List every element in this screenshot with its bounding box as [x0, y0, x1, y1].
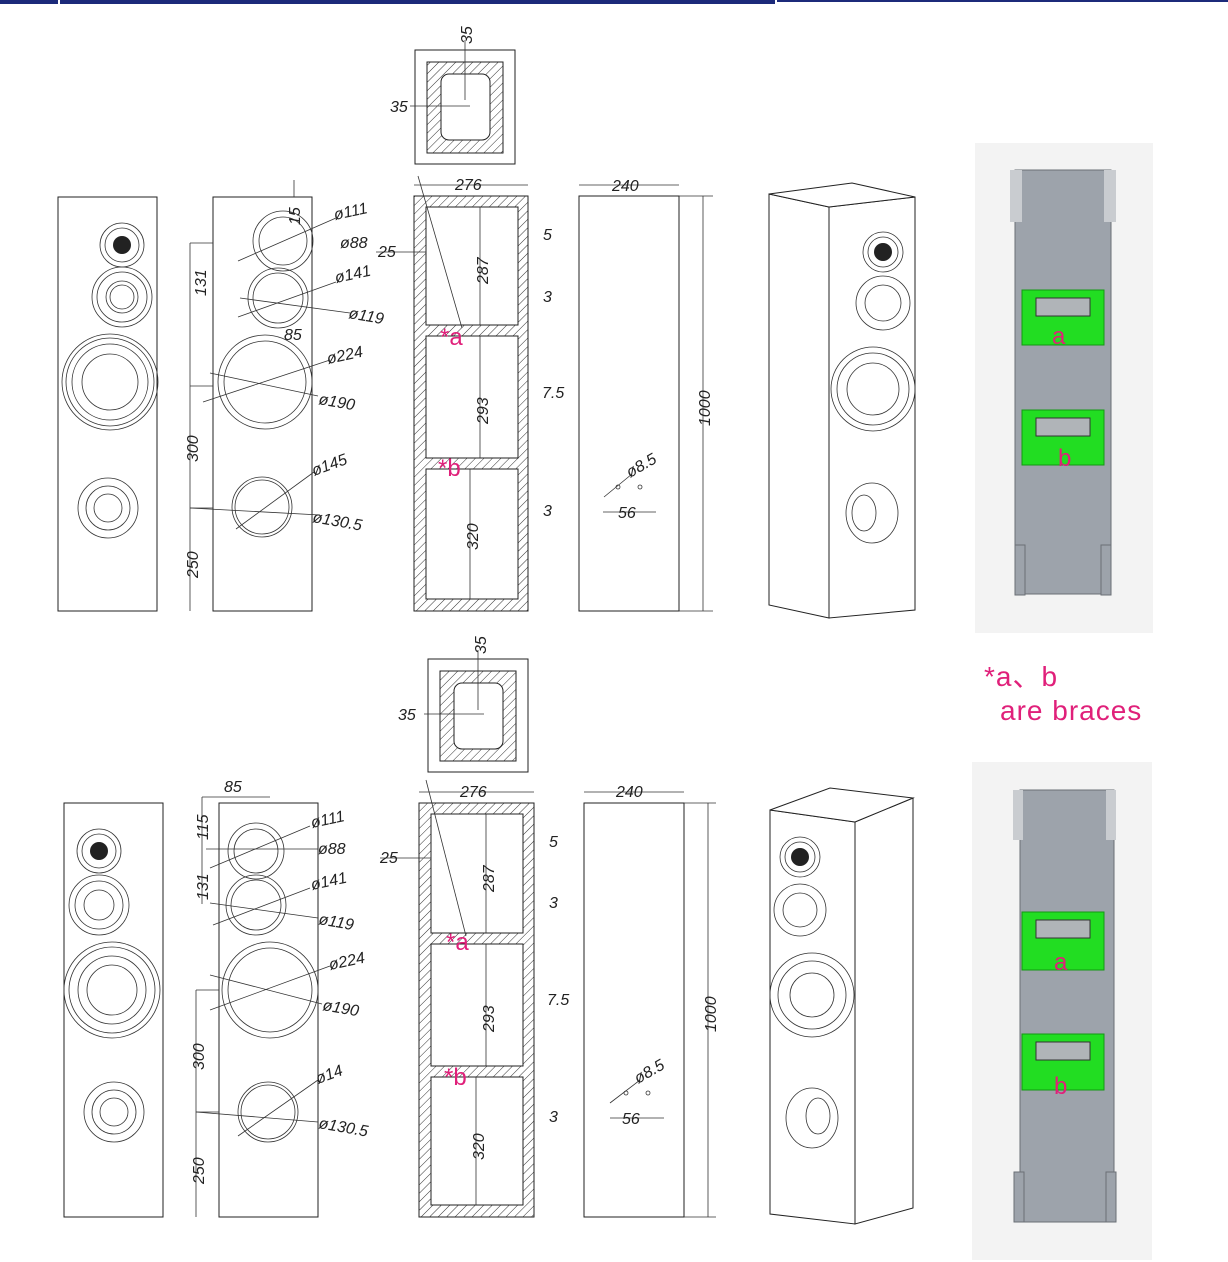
render-brace-a: a — [1054, 949, 1068, 976]
front-view-top — [57, 196, 159, 612]
dim-276: 276 — [454, 177, 482, 194]
top-border-segment — [777, 0, 1228, 2]
front-view-bottom — [63, 802, 164, 1218]
dim-240: 240 — [611, 178, 639, 195]
dim-56: 56 — [618, 505, 636, 522]
dim-phi190: ø190 — [317, 391, 356, 414]
brace-label-b: *b — [438, 455, 461, 482]
dim-3b: 3 — [549, 1109, 558, 1126]
dim-phi111: ø111 — [309, 808, 346, 832]
dim-75: 7.5 — [547, 992, 569, 1009]
dim-75: 7.5 — [542, 385, 564, 402]
braces-note-line2: are braces — [1000, 695, 1143, 726]
dim-phi111: ø111 — [332, 200, 369, 224]
braces-note: *a、b are braces — [984, 660, 1142, 728]
side-view-bottom — [583, 791, 716, 1218]
dim-phi190: ø190 — [321, 997, 360, 1020]
dim-287: 287 — [475, 256, 492, 285]
dim-250: 250 — [185, 551, 202, 579]
dim-287: 287 — [481, 864, 498, 893]
dim-115: 115 — [195, 814, 212, 840]
side-view-top — [578, 184, 713, 612]
brace-label-a: *a — [446, 929, 469, 956]
dim-phi119: ø119 — [347, 305, 385, 328]
dim-phi141: ø141 — [309, 870, 348, 894]
dim-section-35-side: 35 — [390, 99, 408, 116]
section-detail-top — [410, 40, 516, 165]
dim-320: 320 — [471, 1133, 488, 1160]
front-dim-view-bottom — [195, 796, 331, 1218]
dim-5: 5 — [549, 834, 558, 851]
iso-view-top — [768, 182, 916, 619]
dim-25: 25 — [377, 244, 396, 261]
cross-section-bottom — [380, 779, 535, 1218]
dim-131: 131 — [193, 269, 210, 296]
render-brace-a: a — [1052, 323, 1066, 350]
iso-view-bottom — [769, 787, 915, 1225]
dim-3a: 3 — [549, 895, 558, 912]
brace-label-a: *a — [440, 324, 463, 351]
render-brace-b: b — [1054, 1073, 1067, 1100]
dim-3b: 3 — [543, 503, 552, 520]
dim-276: 276 — [459, 784, 487, 801]
dim-1000: 1000 — [697, 390, 714, 426]
render-brace-b: b — [1058, 445, 1071, 472]
dim-1000: 1000 — [703, 996, 720, 1032]
render-bottom — [972, 762, 1152, 1260]
dim-phi119: ø119 — [317, 911, 355, 934]
braces-note-line1: *a、b — [984, 661, 1059, 692]
dim-phi85: ø8.5 — [632, 1057, 668, 1088]
dim-5: 5 — [543, 227, 552, 244]
dim-3a: 3 — [543, 289, 552, 306]
front-dim-view-top — [189, 180, 351, 612]
dim-phi88: ø88 — [318, 841, 346, 858]
dim-300: 300 — [185, 435, 202, 462]
dim-phi224: ø224 — [325, 344, 364, 368]
dim-85: 85 — [224, 779, 242, 796]
cross-section-top — [376, 175, 529, 612]
dim-320: 320 — [465, 523, 482, 550]
dim-phi88: ø88 — [340, 235, 368, 252]
dim-56: 56 — [622, 1111, 640, 1128]
dim-section-35-top: 35 — [473, 636, 490, 654]
top-border-segment — [0, 0, 58, 4]
dim-85: 85 — [284, 327, 302, 344]
dim-phi145: ø145 — [310, 451, 350, 479]
dim-293: 293 — [481, 1005, 498, 1033]
dim-240: 240 — [615, 784, 643, 801]
brace-label-b: *b — [444, 1064, 467, 1091]
dim-phi130: ø130.5 — [311, 509, 363, 534]
dim-section-35-top: 35 — [459, 26, 476, 44]
dim-250: 250 — [191, 1157, 208, 1185]
dim-section-35-side: 35 — [398, 707, 416, 724]
top-border-segment — [60, 0, 775, 4]
dim-phi141: ø141 — [333, 263, 372, 287]
dim-phi224: ø224 — [327, 950, 366, 974]
render-top — [975, 143, 1153, 633]
dim-300: 300 — [191, 1043, 208, 1070]
section-detail-bottom — [424, 650, 529, 773]
top-border — [0, 0, 1228, 4]
dim-phi85: ø8.5 — [624, 451, 660, 482]
dim-293: 293 — [475, 397, 492, 425]
dim-25: 25 — [379, 850, 398, 867]
dim-131: 131 — [195, 873, 212, 900]
dim-15: 15 — [287, 207, 304, 225]
dim-phi130: ø130.5 — [317, 1115, 369, 1140]
